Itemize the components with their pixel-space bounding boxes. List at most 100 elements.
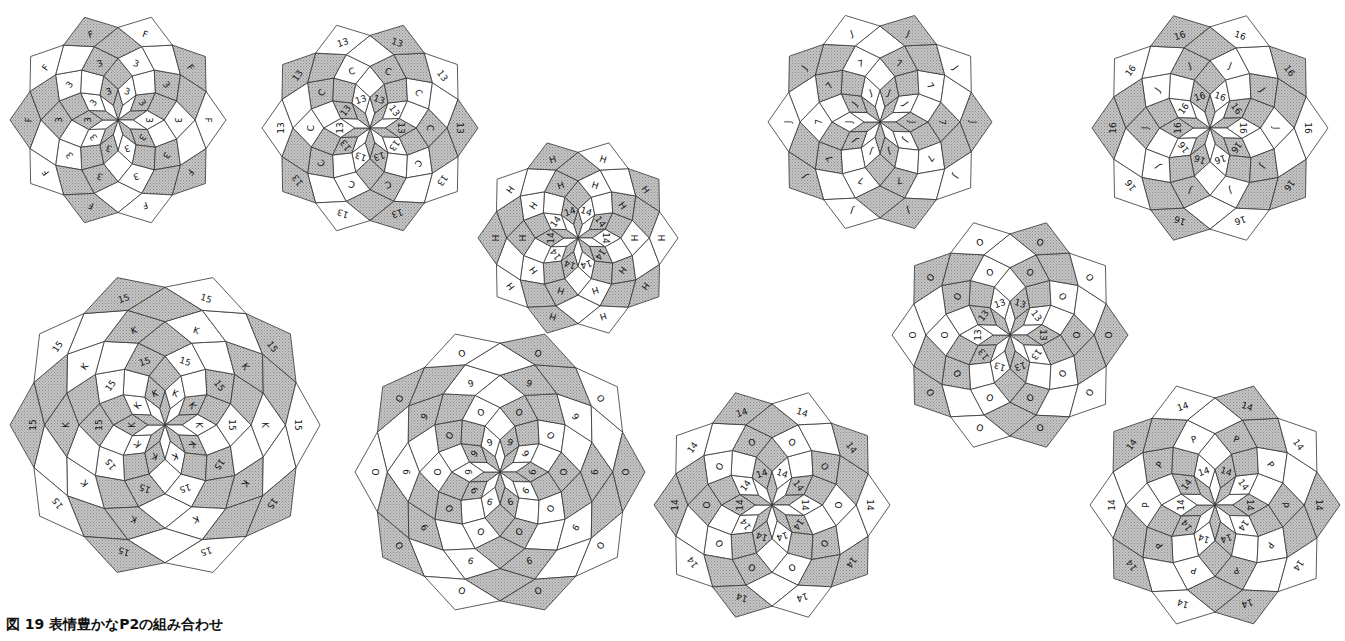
tile-label: 14	[1236, 518, 1250, 533]
tile-label: K	[61, 422, 70, 428]
tile	[64, 17, 118, 46]
tile	[1269, 46, 1306, 97]
tile-label: H	[506, 281, 517, 292]
tile-label: 15	[199, 293, 213, 305]
tile-label: 16	[1229, 102, 1243, 117]
tile-label: H	[599, 154, 608, 165]
tile-label: 14	[844, 555, 858, 570]
tile	[538, 420, 565, 452]
tile	[370, 25, 424, 54]
tile-label: O	[476, 525, 486, 536]
tile-label: J	[845, 121, 854, 124]
tile-label: J	[801, 172, 810, 179]
tile-label: O	[714, 461, 725, 472]
tile-label: J	[1187, 62, 1192, 71]
tile-label: 14	[563, 258, 577, 270]
tile-label: H	[617, 200, 628, 211]
tile-label: 16	[1124, 64, 1138, 79]
tile-label: K	[191, 514, 199, 524]
tile-label: P	[1154, 460, 1164, 470]
tile-label: F	[142, 199, 150, 209]
tile	[435, 492, 462, 524]
tile-label: 13	[1038, 329, 1047, 340]
tile	[154, 70, 180, 101]
tile	[195, 91, 226, 148]
tile-label: 13	[977, 347, 991, 362]
tile-label: O	[985, 268, 995, 279]
tile-label: K	[79, 362, 90, 372]
tile	[500, 334, 576, 368]
tile	[815, 70, 842, 102]
tile	[1215, 386, 1278, 420]
tile	[377, 512, 424, 576]
tile-label: C	[384, 66, 393, 77]
tile-label: 14	[844, 441, 858, 456]
tile-label: 13	[1029, 347, 1043, 362]
tile-label: J	[1227, 62, 1232, 71]
tile-label: O	[787, 438, 797, 449]
tile-label: 13	[454, 122, 463, 133]
tile-label: 16	[1233, 30, 1247, 42]
tile-label: 9	[520, 485, 531, 495]
tile-label: 15	[117, 293, 131, 305]
tile-label: 14	[795, 407, 809, 419]
tile-label: 15	[179, 356, 193, 368]
tile-label: C	[306, 125, 315, 131]
tile-label: 3	[84, 117, 93, 123]
tile-label: P	[1279, 502, 1288, 507]
tile	[30, 149, 64, 195]
tile-label: H	[556, 180, 565, 191]
tile-label: K	[127, 422, 136, 428]
tile-label: J	[968, 121, 977, 124]
tile-label: J	[868, 88, 873, 97]
tile-label: 14	[1125, 437, 1139, 452]
tile	[713, 393, 772, 425]
tile-label: 14	[1198, 532, 1212, 544]
tile-label: 9	[420, 522, 431, 532]
tile-label: J	[950, 64, 959, 71]
tile-label: C	[347, 179, 356, 190]
tile-label: H	[519, 235, 528, 242]
tile-label: K	[240, 362, 251, 372]
tile	[1142, 149, 1171, 183]
tile-label: 9	[526, 469, 535, 475]
tile	[424, 334, 500, 368]
tile-label: 14	[800, 499, 809, 510]
tile	[654, 474, 688, 537]
tile-label: O	[819, 461, 830, 472]
tile-label: F	[202, 117, 211, 122]
tile-label: P	[1265, 540, 1275, 550]
tile-label: H	[556, 285, 565, 296]
tile-label: 9	[570, 412, 581, 422]
tile	[30, 45, 64, 91]
tile-label: 13	[339, 138, 353, 153]
tile	[1050, 356, 1079, 390]
tile-label: P	[1142, 502, 1151, 507]
tile-label: J	[801, 64, 810, 71]
tile-label: 16	[1282, 64, 1296, 79]
tile-label: 9	[467, 555, 475, 565]
tile-label: F	[142, 30, 150, 40]
tile-label: 16	[1282, 178, 1296, 193]
tile	[1114, 46, 1151, 97]
tile-label: 14	[1313, 499, 1322, 510]
tile-label: 13	[339, 103, 353, 118]
tile-label: K	[171, 451, 179, 461]
tile-label: C	[317, 158, 328, 168]
tile-label: 3	[132, 58, 140, 68]
tile	[918, 142, 945, 174]
tile-label: 9	[486, 437, 494, 447]
tile	[478, 212, 507, 265]
tile	[308, 147, 334, 178]
tile-label: 14	[755, 530, 769, 542]
tile-label: J	[900, 100, 909, 107]
tile-label: C	[317, 88, 328, 98]
tile-label: O	[787, 561, 797, 572]
tile-label: J	[783, 121, 792, 124]
tile-label: K	[260, 422, 269, 428]
tile	[246, 468, 296, 537]
tile-label: 9	[467, 379, 475, 389]
tile-label: 13	[1013, 360, 1027, 372]
tile-label: H	[590, 285, 599, 296]
